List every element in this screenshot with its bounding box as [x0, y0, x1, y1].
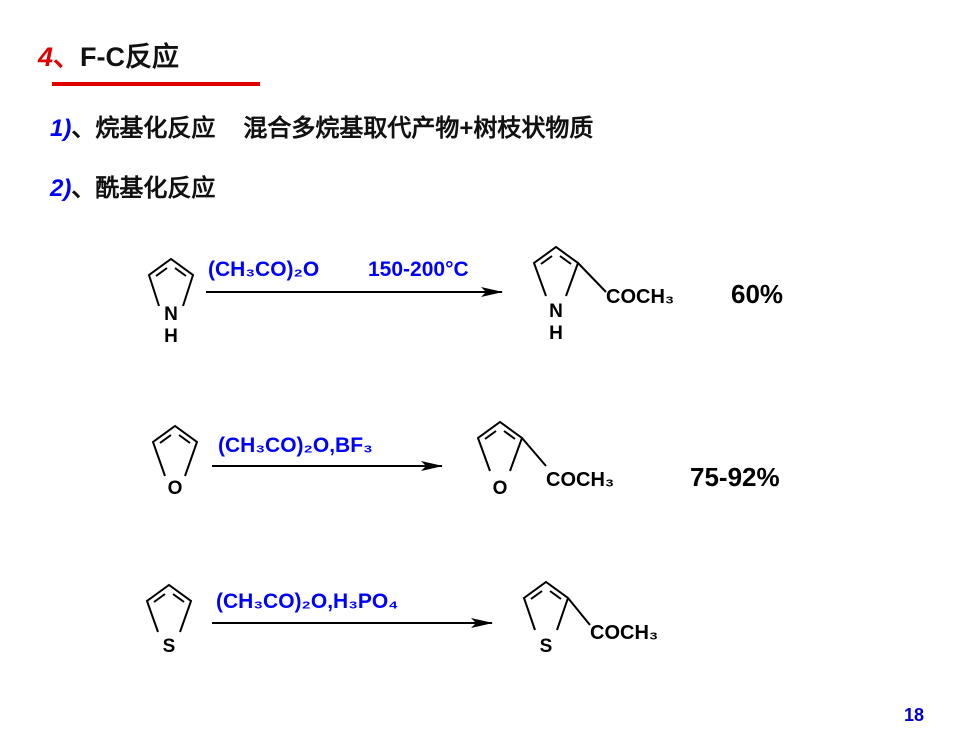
reaction-2: O (CH₃CO)₂O,BF₃ O COCH₃ 75-92% [151, 420, 780, 499]
substituent-label: COCH₃ [546, 469, 614, 491]
heading-underline [52, 82, 260, 86]
heading-title: F-C反应 [80, 42, 180, 72]
product-pyrrole-ring [532, 245, 607, 297]
yield-label: 75-92% [690, 462, 780, 492]
item-alkylation: 1)、烷基化反应混合多烷基取代产物+树枝状物质 [50, 108, 593, 143]
item-number: 1) [50, 115, 72, 142]
reaction-1: N H (CH₃CO)₂O 150-200°C N H COCH₃ 60% [147, 245, 783, 347]
pyrrole-ring [147, 257, 195, 307]
reaction-3: S (CH₃CO)₂O,H₃PO₄ S COCH₃ [145, 580, 658, 657]
heteroatom-label: N [549, 301, 563, 322]
slide-heading: 4、F-C反应 [38, 35, 179, 74]
heteroatom-label: N [164, 304, 178, 325]
heteroatom-h-label: H [549, 323, 563, 344]
product-furan-ring [476, 420, 547, 472]
furan-ring [151, 424, 199, 477]
thiophene-ring [145, 583, 193, 633]
reagent-label: (CH₃CO)₂O,BF₃ [218, 434, 373, 457]
item-number: 2) [50, 175, 72, 202]
page-number: 18 [903, 705, 924, 725]
item-separator: 、 [71, 115, 96, 142]
reagent-label: (CH₃CO)₂O,H₃PO₄ [216, 590, 398, 613]
heading-separator: 、 [53, 42, 81, 72]
heteroatom-h-label: H [164, 326, 178, 347]
item-text: 烷基化反应 [95, 115, 216, 142]
heading-number: 4 [38, 42, 54, 72]
product-thiophene-ring [522, 580, 591, 631]
yield-label: 60% [731, 279, 783, 309]
heteroatom-label: O [168, 478, 183, 499]
substituent-label: COCH₃ [590, 622, 658, 644]
heteroatom-label: S [163, 636, 176, 657]
heteroatom-label: S [540, 636, 553, 657]
heteroatom-label: O [493, 478, 508, 499]
item-acylation: 2)、酰基化反应 [50, 168, 215, 203]
reagent-label: (CH₃CO)₂O [208, 258, 319, 281]
item-separator: 、 [71, 175, 96, 202]
substituent-label: COCH₃ [606, 286, 674, 308]
condition-label: 150-200°C [368, 258, 469, 281]
item-text: 酰基化反应 [95, 175, 216, 202]
item-note: 混合多烷基取代产物+树枝状物质 [243, 115, 594, 142]
